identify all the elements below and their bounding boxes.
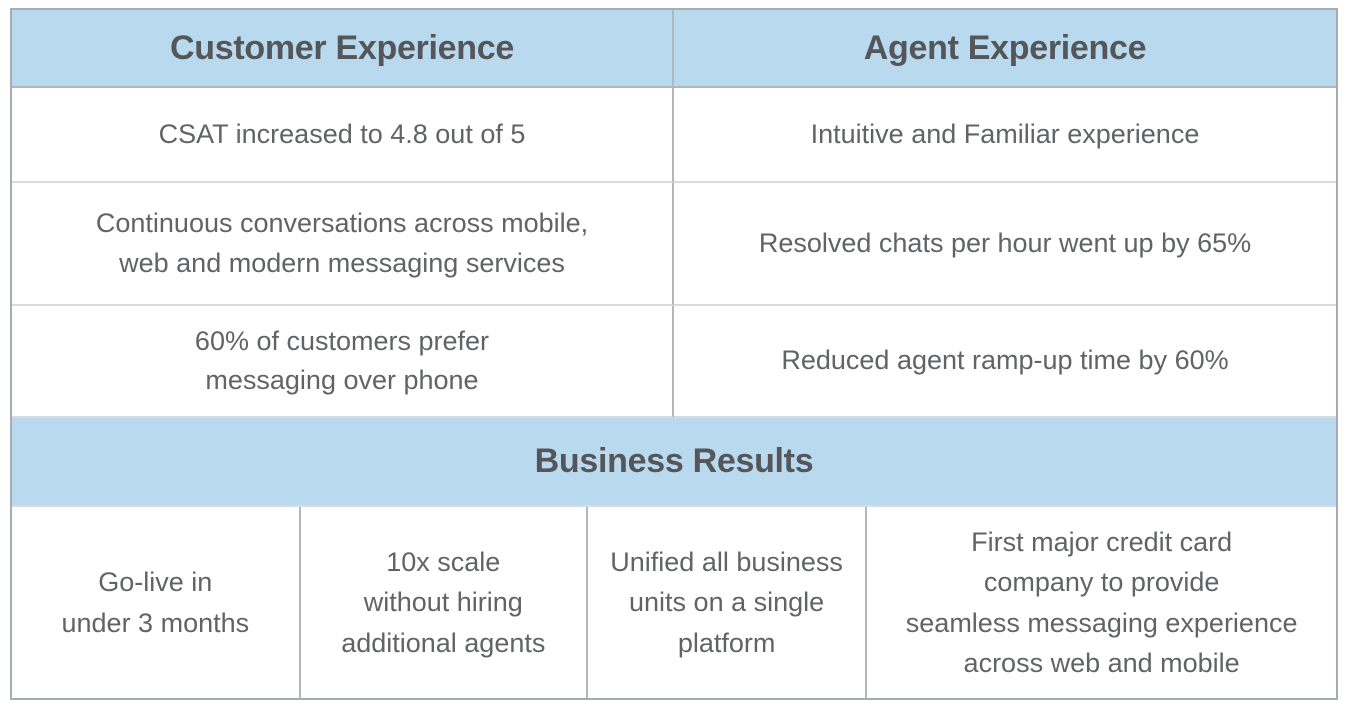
cell-messaging-preference: 60% of customers prefer messaging over p… — [12, 306, 674, 418]
cell-resolved-chats: Resolved chats per hour went up by 65% — [674, 183, 1336, 306]
cell-ramp-up-time: Reduced agent ramp-up time by 60% — [674, 306, 1336, 418]
header-agent-experience: Agent Experience — [674, 10, 1336, 88]
cell-10x-scale: 10x scale without hiring additional agen… — [301, 507, 588, 698]
results-table: Customer Experience Agent Experience CSA… — [10, 8, 1338, 700]
cell-intuitive-experience: Intuitive and Familiar experience — [674, 88, 1336, 183]
cell-unified-platform: Unified all business units on a single p… — [588, 507, 868, 698]
experience-section: Customer Experience Agent Experience CSA… — [12, 10, 1336, 418]
cell-go-live: Go-live in under 3 months — [12, 507, 301, 698]
cell-first-credit-card: First major credit card company to provi… — [905, 526, 1298, 679]
business-results-section: Go-live in under 3 months 10x scale with… — [12, 507, 1336, 698]
cell-csat-increase: CSAT increased to 4.8 out of 5 — [12, 88, 674, 183]
header-business-results: Business Results — [12, 418, 1336, 507]
header-customer-experience: Customer Experience — [12, 10, 674, 88]
cell-continuous-conversations: Continuous conversations across mobile, … — [12, 183, 674, 306]
